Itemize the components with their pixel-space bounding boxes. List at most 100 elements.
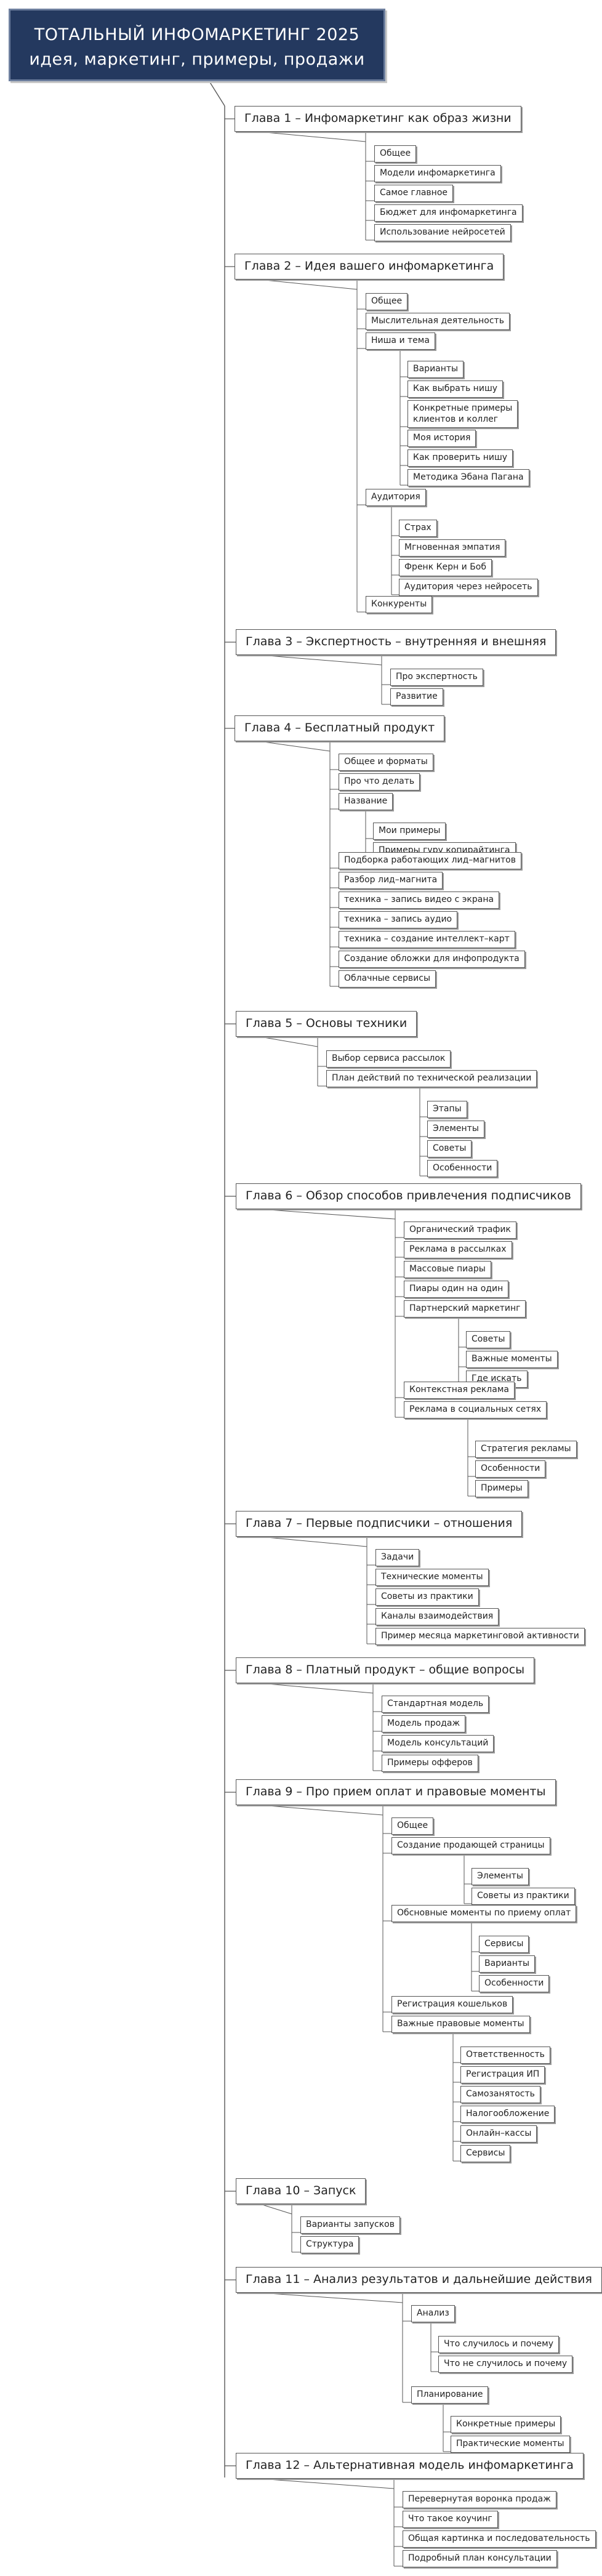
node-label: Примеры (481, 1483, 523, 1493)
node-label: Облачные сервисы (344, 973, 431, 983)
topic-node: План действий по технической реализации (326, 1070, 537, 1087)
node-label: Страх (404, 523, 431, 533)
topic-node: Примеры офферов (382, 1755, 478, 1772)
node-label: Френк Керн и Боб (404, 562, 487, 572)
node-label: Налогообложение (466, 2109, 550, 2119)
node-label: Варианты (413, 364, 459, 374)
node-label: Модель консультаций (387, 1738, 489, 1748)
branch-connector (260, 2478, 395, 2489)
topic-node: Создание обложки для инфопродукта (339, 951, 525, 968)
subtopic-node: Мгновенная эмпатия (399, 539, 506, 557)
topic-node: техника – запись видео с экрана (339, 892, 500, 909)
topic-node: Стандартная модель (382, 1696, 489, 1713)
subtopic-node: Примеры (475, 1480, 528, 1497)
topic-node: Мыслительная деятельность (366, 313, 510, 330)
subtopic-node: Как проверить нишу (407, 449, 513, 467)
chapter-node-3: Глава 3 – Экспертность – внутренняя и вн… (236, 629, 556, 655)
node-label: Мыслительная деятельность (371, 316, 504, 326)
node-label: Варианты (484, 1958, 530, 1968)
topic-node: Планирование (411, 2386, 489, 2404)
topic-node: Создание продающей страницы (391, 1837, 550, 1854)
node-label: Обсновные моменты по приему оплат (397, 1908, 571, 1918)
topic-node: Анализ (411, 2305, 455, 2322)
node-label: Подробный план консультации (408, 2553, 552, 2563)
node-label: Использование нейросетей (380, 227, 505, 237)
node-label: Общее и форматы (344, 757, 428, 767)
node-label: Советы (472, 1334, 505, 1344)
node-label: Этапы (433, 1104, 462, 1114)
node-label: Модель продаж (387, 1718, 460, 1728)
subtopic-node: Как выбрать нишу (407, 380, 504, 398)
subtopic-node: Элементы (472, 1868, 529, 1885)
node-label: Элементы (433, 1124, 479, 1133)
node-label: Глава 7 – Первые подписчики – отношения (246, 1516, 513, 1530)
node-label: Глава 5 – Основы техники (246, 1016, 407, 1030)
connector-lines (209, 81, 479, 2567)
node-label: Методика Эбана Пагана (413, 472, 524, 482)
node-label: Где искать (472, 1374, 522, 1383)
node-label: техника – запись видео с экрана (344, 895, 494, 904)
title-line-1: ТОТАЛЬНЫЙ ИНФОМАРКЕТИНГ 2025 (34, 25, 360, 44)
subtopic-node: Мои примеры (373, 823, 446, 840)
node-label: Глава 4 – Бесплатный продукт (244, 721, 435, 735)
node-label: Что случилось и почему (444, 2339, 553, 2349)
subtopic-node: Особенности (479, 1975, 550, 1992)
subtopic-node: Советы (466, 1331, 511, 1348)
chapter-node-7: Глава 7 – Первые подписчики – отношения (236, 1511, 523, 1537)
spine-connector (209, 81, 225, 107)
topic-node: Общее (374, 145, 417, 163)
topic-node: Органический трафик (404, 1222, 516, 1239)
node-label: Создание обложки для инфопродукта (344, 954, 520, 964)
node-label: Глава 9 – Про прием оплат и правовые мом… (246, 1785, 546, 1798)
subtopic-node: Важные моменты (466, 1351, 558, 1368)
node-label: Глава 2 – Идея вашего инфомаркетинга (244, 259, 494, 273)
node-label: Советы из практики (381, 1592, 473, 1601)
node-label: Варианты запусков (306, 2220, 395, 2229)
node-label: Реклама в социальных сетях (409, 1404, 542, 1414)
chapter-node-8: Глава 8 – Платный продукт – общие вопрос… (236, 1657, 535, 1683)
node-label: Как проверить нишу (413, 453, 508, 462)
node-label: Самое главное (380, 188, 448, 198)
subtopic-node: Аудитория через нейросеть (399, 579, 538, 596)
node-label: Что такое коучинг (408, 2514, 492, 2524)
topic-node: техника – создание интеллект–карт (339, 931, 515, 948)
node-label: Практические моменты (456, 2439, 564, 2449)
topic-node: Использование нейросетей (374, 224, 511, 241)
node-label: Что не случилось и почему (444, 2359, 568, 2369)
node-label: Про что делать (344, 776, 415, 786)
title-line-2: идея, маркетинг, примеры, продажи (29, 50, 365, 69)
subtopic-node: Практические моменты (451, 2436, 570, 2453)
node-label: Развитие (396, 691, 438, 701)
chapter-node-9: Глава 9 – Про прием оплат и правовые мом… (236, 1779, 556, 1805)
chapter-node-12: Глава 12 – Альтернативная модель инфомар… (236, 2453, 584, 2479)
node-label: Советы из практики (477, 1891, 569, 1901)
node-label: Контекстная реклама (409, 1385, 509, 1395)
subtopic-node: Варианты (479, 1955, 536, 1973)
topic-node: Задачи (375, 1549, 420, 1566)
branch-connector (260, 1805, 383, 1816)
topic-node: Общее и форматы (339, 754, 433, 771)
topic-node: Выбор сервиса рассылок (326, 1050, 451, 1068)
node-label: Онлайн–кассы (466, 2128, 532, 2138)
node-label: Общее (371, 296, 403, 306)
node-label: Разбор лид–магнита (344, 875, 438, 885)
topic-node: Реклама в рассылках (404, 1241, 512, 1258)
chapter-node-11: Глава 11 – Анализ результатов и дальнейш… (236, 2267, 602, 2293)
chapter-node-6: Глава 6 – Обзор способов привлечения под… (236, 1183, 581, 1209)
node-label: техника – создание интеллект–карт (344, 934, 510, 944)
branch-connector (260, 1683, 374, 1694)
node-label: Регистрация ИП (466, 2069, 540, 2079)
node-label: Органический трафик (409, 1225, 511, 1234)
topic-node: Подробный план консультации (403, 2550, 557, 2567)
node-label: Советы (433, 1143, 467, 1153)
node-label: Про экспертность (396, 672, 478, 682)
node-label: Создание продающей страницы (397, 1840, 545, 1850)
topic-node: Пиары один на один (404, 1281, 509, 1298)
topic-node: Общая картинка и последовательность (403, 2530, 596, 2548)
topic-node: Каналы взаимодействия (375, 1608, 499, 1625)
node-label: Каналы взаимодействия (381, 1611, 494, 1621)
node-label: Мгновенная эмпатия (404, 542, 500, 552)
branch-connector (260, 2292, 403, 2303)
